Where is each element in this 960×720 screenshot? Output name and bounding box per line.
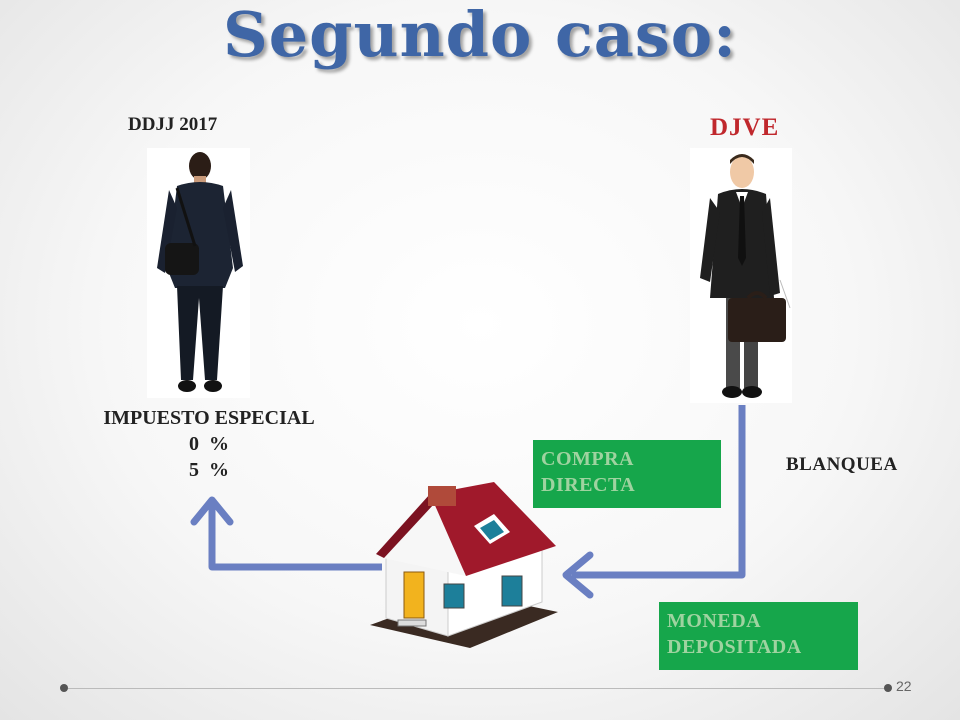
impuesto-label: IMPUESTO ESPECIAL (103, 407, 315, 429)
arrow-head-up (190, 496, 234, 526)
moneda-line2: DEPOSITADA (667, 636, 802, 658)
footer-dot-right (884, 684, 892, 692)
businessman-image (690, 148, 792, 403)
slide-title: Segundo caso: (222, 0, 738, 71)
compra-line2: DIRECTA (541, 474, 636, 496)
footer-divider (68, 688, 888, 689)
footer-dot-left (60, 684, 68, 692)
tax-rate-5: 5 % (189, 459, 229, 481)
house-icon (370, 482, 558, 648)
slide-number: 22 (896, 678, 912, 694)
person-back-image (147, 148, 250, 398)
arrow-house-to-ddjj (208, 502, 382, 571)
arrow-head-left (562, 551, 594, 599)
arrow-djve-to-house (572, 405, 746, 579)
tax-rate-0: 0 % (189, 433, 229, 455)
moneda-line1: MONEDA (667, 610, 762, 632)
businessman-icon (700, 154, 791, 398)
ddjj-label: DDJJ 2017 (128, 114, 218, 135)
djve-label: DJVE (710, 114, 780, 141)
impuesto-especial: IMPUESTO ESPECIAL 0 % 5 % (78, 405, 340, 483)
moneda-depositada-box: MONEDA DEPOSITADA (659, 602, 858, 670)
compra-line1: COMPRA (541, 448, 634, 470)
blanquea-label: BLANQUEA (786, 454, 898, 475)
person-back-icon (157, 152, 243, 392)
compra-directa-box: COMPRA DIRECTA (533, 440, 721, 508)
